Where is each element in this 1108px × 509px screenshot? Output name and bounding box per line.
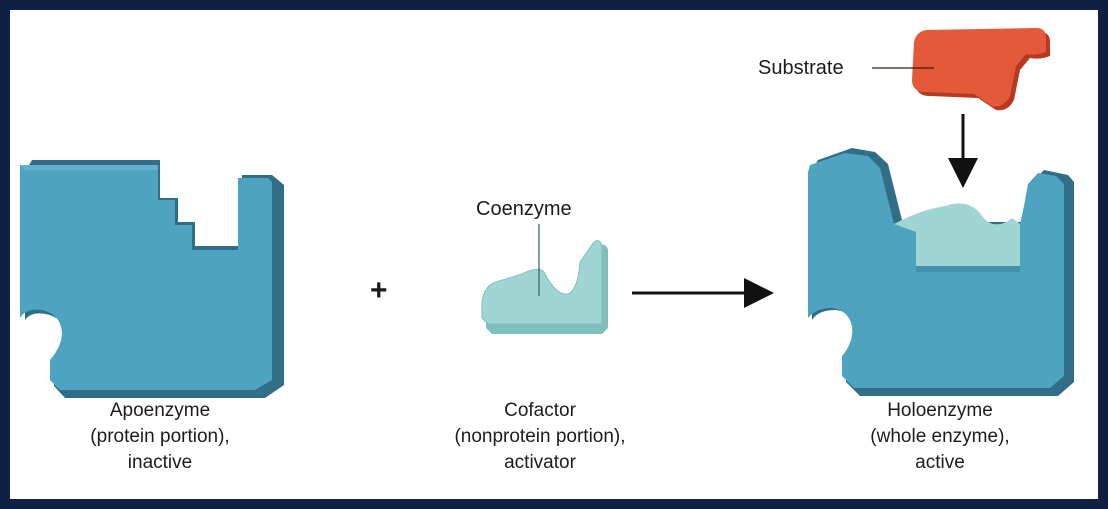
apoenzyme-caption: Apoenzyme (protein portion), inactive	[10, 398, 310, 476]
holoenzyme-caption: Holoenzyme (whole enzyme), active	[790, 398, 1090, 476]
diagram-frame: Substrate Coenzyme + Apoenzyme (protein …	[10, 10, 1098, 499]
substrate-label: Substrate	[758, 57, 844, 79]
apoenzyme-subtitle: (protein portion),	[90, 426, 230, 447]
holoenzyme-title: Holoenzyme	[887, 400, 993, 421]
apoenzyme-shape	[20, 160, 284, 398]
substrate-shape	[912, 28, 1050, 111]
cofactor-subtitle: (nonprotein portion),	[454, 426, 626, 447]
holoenzyme-subtitle: (whole enzyme),	[870, 426, 1010, 447]
cofactor-title: Cofactor	[504, 400, 576, 421]
plus-sign: +	[370, 274, 388, 307]
coenzyme-label: Coenzyme	[476, 198, 572, 220]
holoenzyme-state: active	[915, 452, 965, 473]
apoenzyme-title: Apoenzyme	[109, 400, 211, 421]
enzyme-diagram	[20, 28, 1074, 398]
cofactor-state: activator	[504, 452, 576, 473]
holoenzyme-shape	[808, 148, 1074, 396]
cofactor-shape	[481, 240, 608, 334]
cofactor-caption: Cofactor (nonprotein portion), activator	[390, 398, 690, 476]
apoenzyme-state: inactive	[127, 452, 193, 473]
